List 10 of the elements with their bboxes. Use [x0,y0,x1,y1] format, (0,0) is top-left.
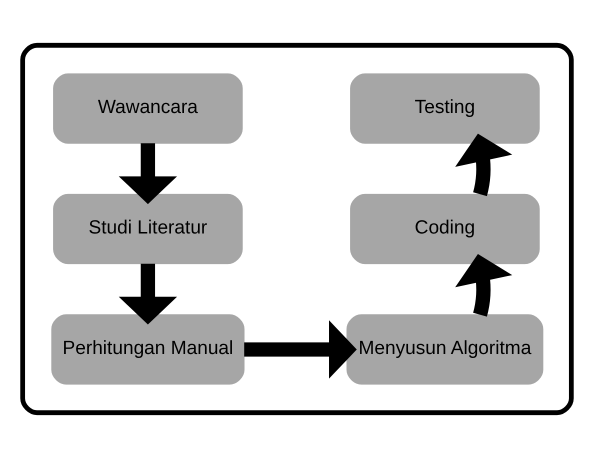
arrow [118,143,178,204]
node-box: Wawancara [53,73,243,144]
node-box: Studi Literatur [53,194,243,264]
arrow [244,320,357,379]
node-box: Coding [350,194,540,264]
cluster [20,42,574,416]
node-box: Perhitungan Manual [51,314,245,385]
node-box: Menyusun Algoritma [346,314,544,385]
node-box: Testing [350,73,540,144]
arrow [118,264,178,325]
